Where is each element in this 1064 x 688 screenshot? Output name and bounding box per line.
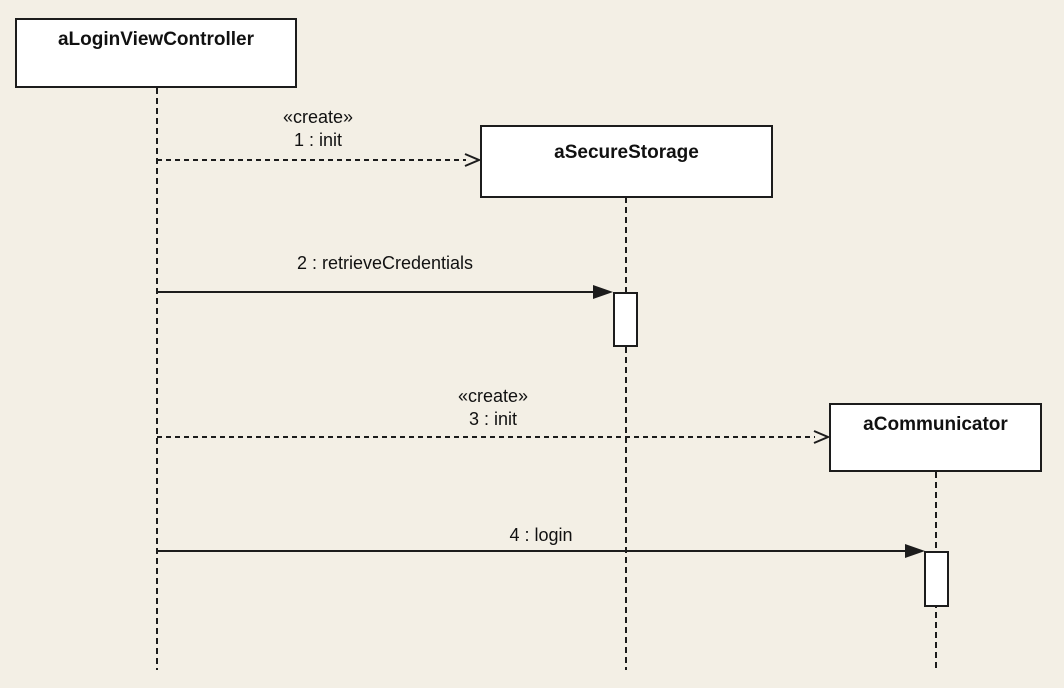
message-3-stereotype: «create» bbox=[457, 386, 529, 406]
object-box-secure-storage: aSecureStorage bbox=[480, 125, 773, 198]
message-1-stereotype: «create» bbox=[282, 107, 354, 127]
activation-bar-secure-storage bbox=[613, 292, 638, 347]
message-1-label: «create» 1 : init bbox=[157, 106, 479, 152]
message-4-line bbox=[157, 550, 906, 552]
message-2-text: 2 : retrieveCredentials bbox=[296, 253, 474, 273]
message-2-line bbox=[157, 291, 594, 293]
object-box-communicator: aCommunicator bbox=[829, 403, 1042, 472]
filled-arrowhead-icon bbox=[905, 544, 925, 558]
open-arrowhead-icon bbox=[464, 153, 481, 167]
message-2-label: 2 : retrieveCredentials bbox=[157, 252, 613, 275]
object-box-login-view-controller: aLoginViewController bbox=[15, 18, 297, 88]
message-3-line bbox=[157, 436, 815, 438]
message-4-text: 4 : login bbox=[509, 525, 573, 545]
lifeline-secure-storage bbox=[625, 197, 627, 670]
message-4-label: 4 : login bbox=[157, 524, 925, 547]
lifeline-login-view-controller bbox=[156, 88, 158, 670]
message-1-text: 1 : init bbox=[293, 130, 343, 150]
object-label-login-view-controller: aLoginViewController bbox=[57, 29, 254, 50]
message-1-line bbox=[157, 159, 466, 161]
object-label-secure-storage: aSecureStorage bbox=[554, 142, 699, 163]
open-arrowhead-icon bbox=[813, 430, 830, 444]
message-3-label: «create» 3 : init bbox=[157, 385, 829, 431]
activation-bar-communicator bbox=[924, 551, 949, 607]
message-3-text: 3 : init bbox=[468, 409, 518, 429]
filled-arrowhead-icon bbox=[593, 285, 613, 299]
object-label-communicator: aCommunicator bbox=[863, 414, 1008, 435]
